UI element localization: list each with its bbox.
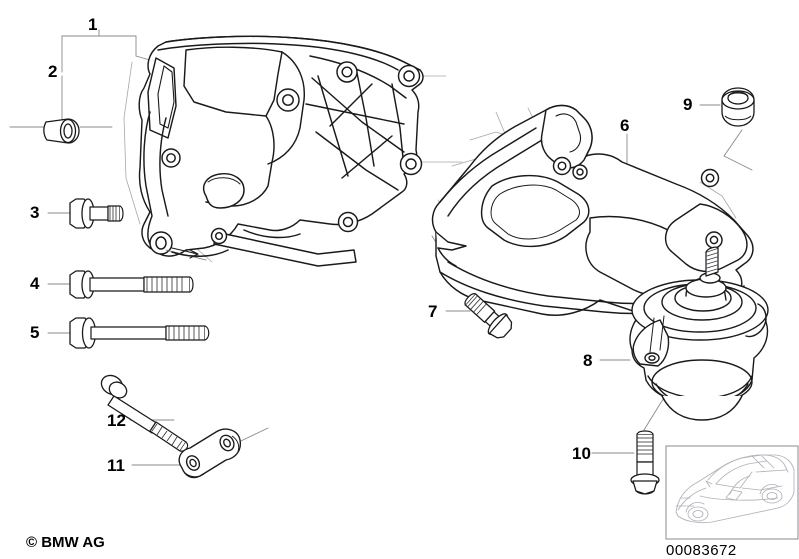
leader-1-right-drop xyxy=(135,35,151,61)
callout-11[interactable]: 11 xyxy=(107,456,125,475)
part-link-plate-two-hole xyxy=(178,428,242,479)
part-flange-nut-cap xyxy=(721,87,755,127)
part-flange-bolt-angled xyxy=(464,293,513,339)
part-hex-bolt-short xyxy=(69,198,124,229)
part-engine-mount-arm-bracket xyxy=(431,104,754,321)
part-hydraulic-engine-mount xyxy=(629,246,769,421)
part-engine-support-bracket xyxy=(138,35,424,267)
callout-12[interactable]: 12 xyxy=(107,411,126,430)
callout-7[interactable]: 7 xyxy=(428,302,438,321)
callout-1[interactable]: 1 xyxy=(88,15,98,34)
callout-6[interactable]: 6 xyxy=(620,116,630,135)
callout-8[interactable]: 8 xyxy=(583,351,593,370)
diagram-number-caption: 00083672 xyxy=(666,542,737,559)
part-hex-bolt-long xyxy=(69,317,210,349)
part-hex-bolt-medium xyxy=(69,270,194,299)
part-bushing-sleeve xyxy=(43,118,80,144)
callout-10[interactable]: 10 xyxy=(572,444,591,463)
callout-3[interactable]: 3 xyxy=(30,203,40,222)
callout-9[interactable]: 9 xyxy=(683,95,693,114)
part-flange-bolt-vertical xyxy=(630,430,660,495)
vehicle-silhouette-inset xyxy=(665,445,799,540)
callout-2[interactable]: 2 xyxy=(48,62,58,81)
copyright-notice: © BMW AG xyxy=(26,534,105,551)
callout-5[interactable]: 5 xyxy=(30,323,40,342)
leader-9-assembly xyxy=(723,129,753,171)
callout-4[interactable]: 4 xyxy=(30,274,40,293)
